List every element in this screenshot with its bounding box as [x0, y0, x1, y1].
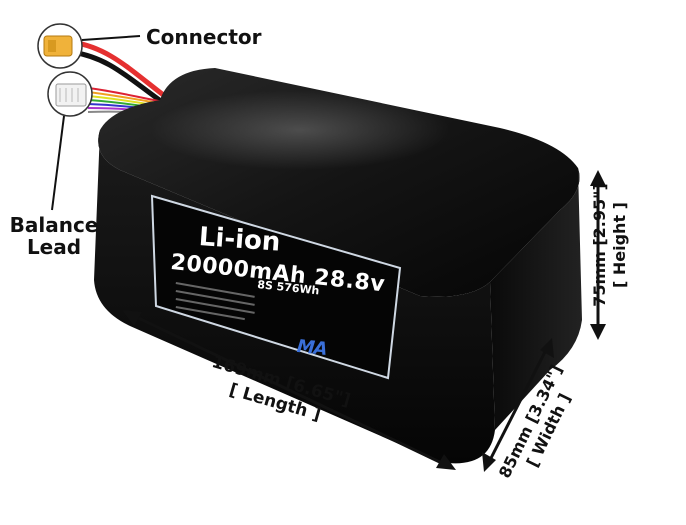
balance-lead-label-line1: Balance — [9, 213, 99, 237]
wire-bundle — [71, 39, 176, 117]
balance-lead-label: Balance Lead — [8, 214, 100, 258]
battery-top-highlight — [150, 90, 450, 170]
battery-chemistry: Li-ion — [197, 222, 282, 258]
width-arrow — [482, 338, 554, 472]
connector — [37, 23, 83, 69]
connector-leader-line — [81, 35, 141, 41]
battery-label-panel — [150, 194, 402, 380]
label-fine-print — [175, 281, 255, 321]
height-dimension-label: 75mm [2.95"] [ Height ] — [590, 145, 630, 345]
battery-side — [490, 168, 582, 430]
brand-logo: MA — [295, 336, 328, 361]
balance-lead-plug — [47, 71, 93, 117]
battery-scene — [37, 23, 606, 472]
balance-lead-label-line2: Lead — [26, 235, 82, 259]
height-arrow — [590, 170, 606, 340]
connector-label: Connector — [146, 25, 262, 49]
balance-leader-line — [51, 115, 65, 211]
height-caption: [ Height ] — [610, 202, 629, 288]
height-value: 75mm [2.95"] — [590, 183, 609, 307]
length-arrow — [122, 310, 456, 470]
